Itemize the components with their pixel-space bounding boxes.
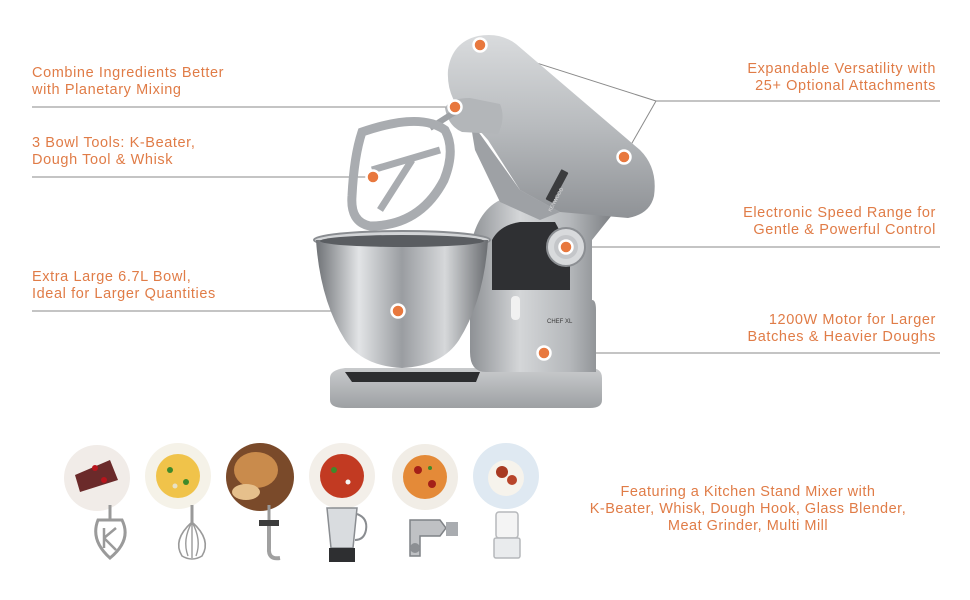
whisk-icon xyxy=(177,521,207,560)
callout-bowl: Extra Large 6.7L Bowl, Ideal for Larger … xyxy=(32,269,216,303)
accessory-glass-blender xyxy=(309,443,375,562)
hotspots xyxy=(365,37,632,361)
hotspot-tools[interactable] xyxy=(365,169,381,185)
accessory-multi-mill xyxy=(473,443,539,559)
model-label: CHEF XL xyxy=(547,319,573,325)
callout-tools: 3 Bowl Tools: K-Beater, Dough Tool & Whi… xyxy=(32,135,195,169)
hotspot-attachments[interactable] xyxy=(616,149,632,165)
callout-speed-line1: Electronic Speed Range for xyxy=(743,205,936,221)
callout-speed: Electronic Speed Range for Gentle & Powe… xyxy=(743,205,936,239)
callout-tools-line1: 3 Bowl Tools: K-Beater, xyxy=(32,135,196,151)
callout-versatility-line2: 25+ Optional Attachments xyxy=(755,78,936,94)
hotspot-versatility[interactable] xyxy=(472,37,488,53)
featured-description: Featuring a Kitchen Stand Mixer with K-B… xyxy=(568,484,928,535)
mixer-k-beater xyxy=(347,109,457,231)
callout-versatility: Expandable Versatility with 25+ Optional… xyxy=(747,61,936,95)
accessory-whisk xyxy=(145,443,211,560)
hotspot-motor[interactable] xyxy=(536,345,552,361)
accessory-k-beater xyxy=(64,445,130,560)
accessory-row xyxy=(64,443,539,562)
callout-tools-line2: Dough Tool & Whisk xyxy=(32,152,174,168)
callout-planetary: Combine Ingredients Better with Planetar… xyxy=(32,65,224,99)
featured-line2: K-Beater, Whisk, Dough Hook, Glass Blend… xyxy=(589,501,907,517)
callout-speed-line2: Gentle & Powerful Control xyxy=(753,222,936,238)
hotspot-bowl[interactable] xyxy=(390,303,406,319)
callout-planetary-line2: with Planetary Mixing xyxy=(32,82,182,98)
hotspot-speed[interactable] xyxy=(558,239,574,255)
callout-bowl-line1: Extra Large 6.7L Bowl, xyxy=(32,269,192,285)
callout-bowl-line2: Ideal for Larger Quantities xyxy=(32,286,216,302)
callout-planetary-line1: Combine Ingredients Better xyxy=(32,65,225,81)
callout-motor: 1200W Motor for Larger Batches & Heavier… xyxy=(748,312,937,346)
k-beater-icon xyxy=(94,518,127,560)
mixer-base xyxy=(330,368,602,408)
accessory-dough-hook xyxy=(226,443,294,561)
hotspot-planetary[interactable] xyxy=(447,99,463,115)
mixer-head: KENWOOD xyxy=(445,35,655,220)
callout-motor-line1: 1200W Motor for Larger xyxy=(768,312,936,328)
multi-mill-icon xyxy=(495,511,519,539)
featured-line3: Meat Grinder, Multi Mill xyxy=(667,518,829,534)
accessory-meat-grinder xyxy=(392,444,458,557)
callout-versatility-line1: Expandable Versatility with xyxy=(747,61,936,77)
featured-line1: Featuring a Kitchen Stand Mixer with xyxy=(620,484,876,500)
mixer-bowl xyxy=(313,230,491,368)
glass-blender-icon xyxy=(326,507,358,549)
callout-motor-line2: Batches & Heavier Doughs xyxy=(747,329,936,345)
dough-hook-icon xyxy=(266,526,281,561)
